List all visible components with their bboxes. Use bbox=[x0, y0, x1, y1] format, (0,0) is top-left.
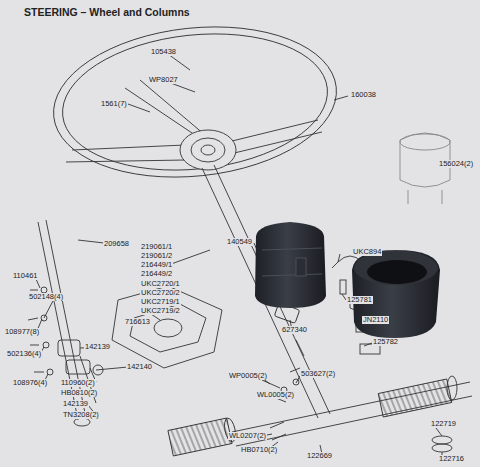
part-number: 122719 bbox=[430, 420, 457, 428]
part-number: 209658 bbox=[103, 240, 130, 248]
part-number: 502148(4) bbox=[28, 293, 64, 301]
part-number: 108976(4) bbox=[12, 379, 48, 387]
part-number: WP8027 bbox=[148, 76, 179, 84]
part-number: 716613 bbox=[124, 318, 151, 326]
part-number: 627340 bbox=[281, 326, 308, 334]
part-number: 216449/2 bbox=[140, 270, 173, 278]
part-number: 219061/1 bbox=[140, 243, 173, 251]
part-number: 216449/1 bbox=[140, 261, 173, 269]
part-number: 122716 bbox=[438, 455, 465, 463]
part-number: UKC894 bbox=[352, 248, 382, 256]
part-number: UKC2720/2 bbox=[140, 289, 181, 297]
part-number: 502136(4) bbox=[6, 350, 42, 358]
part-number: 503627(2) bbox=[300, 370, 336, 378]
part-number: HB0810(2) bbox=[60, 389, 98, 397]
part-number: 1561(7) bbox=[100, 100, 128, 108]
part-number: WP0005(2) bbox=[228, 372, 268, 380]
part-number: 142139 bbox=[62, 400, 89, 408]
page-title: STEERING – Wheel and Columns bbox=[24, 6, 190, 18]
part-number: 105438 bbox=[150, 48, 177, 56]
part-number: 160038 bbox=[350, 91, 377, 99]
part-number: WL0207(2) bbox=[228, 432, 267, 440]
part-number: UKC2720/1 bbox=[140, 280, 181, 288]
part-number: UKC2719/1 bbox=[140, 298, 181, 306]
part-number: JN2110 bbox=[362, 316, 389, 324]
part-number: 110960(2) bbox=[60, 379, 96, 387]
part-number: 110461 bbox=[12, 272, 38, 280]
part-number: 142140 bbox=[126, 363, 153, 371]
part-number: 142139 bbox=[84, 343, 111, 351]
part-number: 140549 bbox=[226, 238, 253, 246]
rubber-bushes bbox=[255, 222, 440, 338]
part-number: 122669 bbox=[306, 452, 333, 460]
line-art bbox=[28, 14, 472, 456]
part-number: WL0005(2) bbox=[256, 391, 295, 399]
part-number: 219061/2 bbox=[140, 252, 173, 260]
part-number: 108977(8) bbox=[4, 328, 40, 336]
part-number: 125782 bbox=[372, 338, 399, 346]
part-number: 156024(2) bbox=[438, 160, 474, 168]
part-number: UKC2719/2 bbox=[140, 307, 181, 315]
part-number: 125781 bbox=[346, 296, 373, 304]
part-number: TN3208(2) bbox=[62, 411, 100, 419]
part-number: HB0710(2) bbox=[240, 446, 278, 454]
